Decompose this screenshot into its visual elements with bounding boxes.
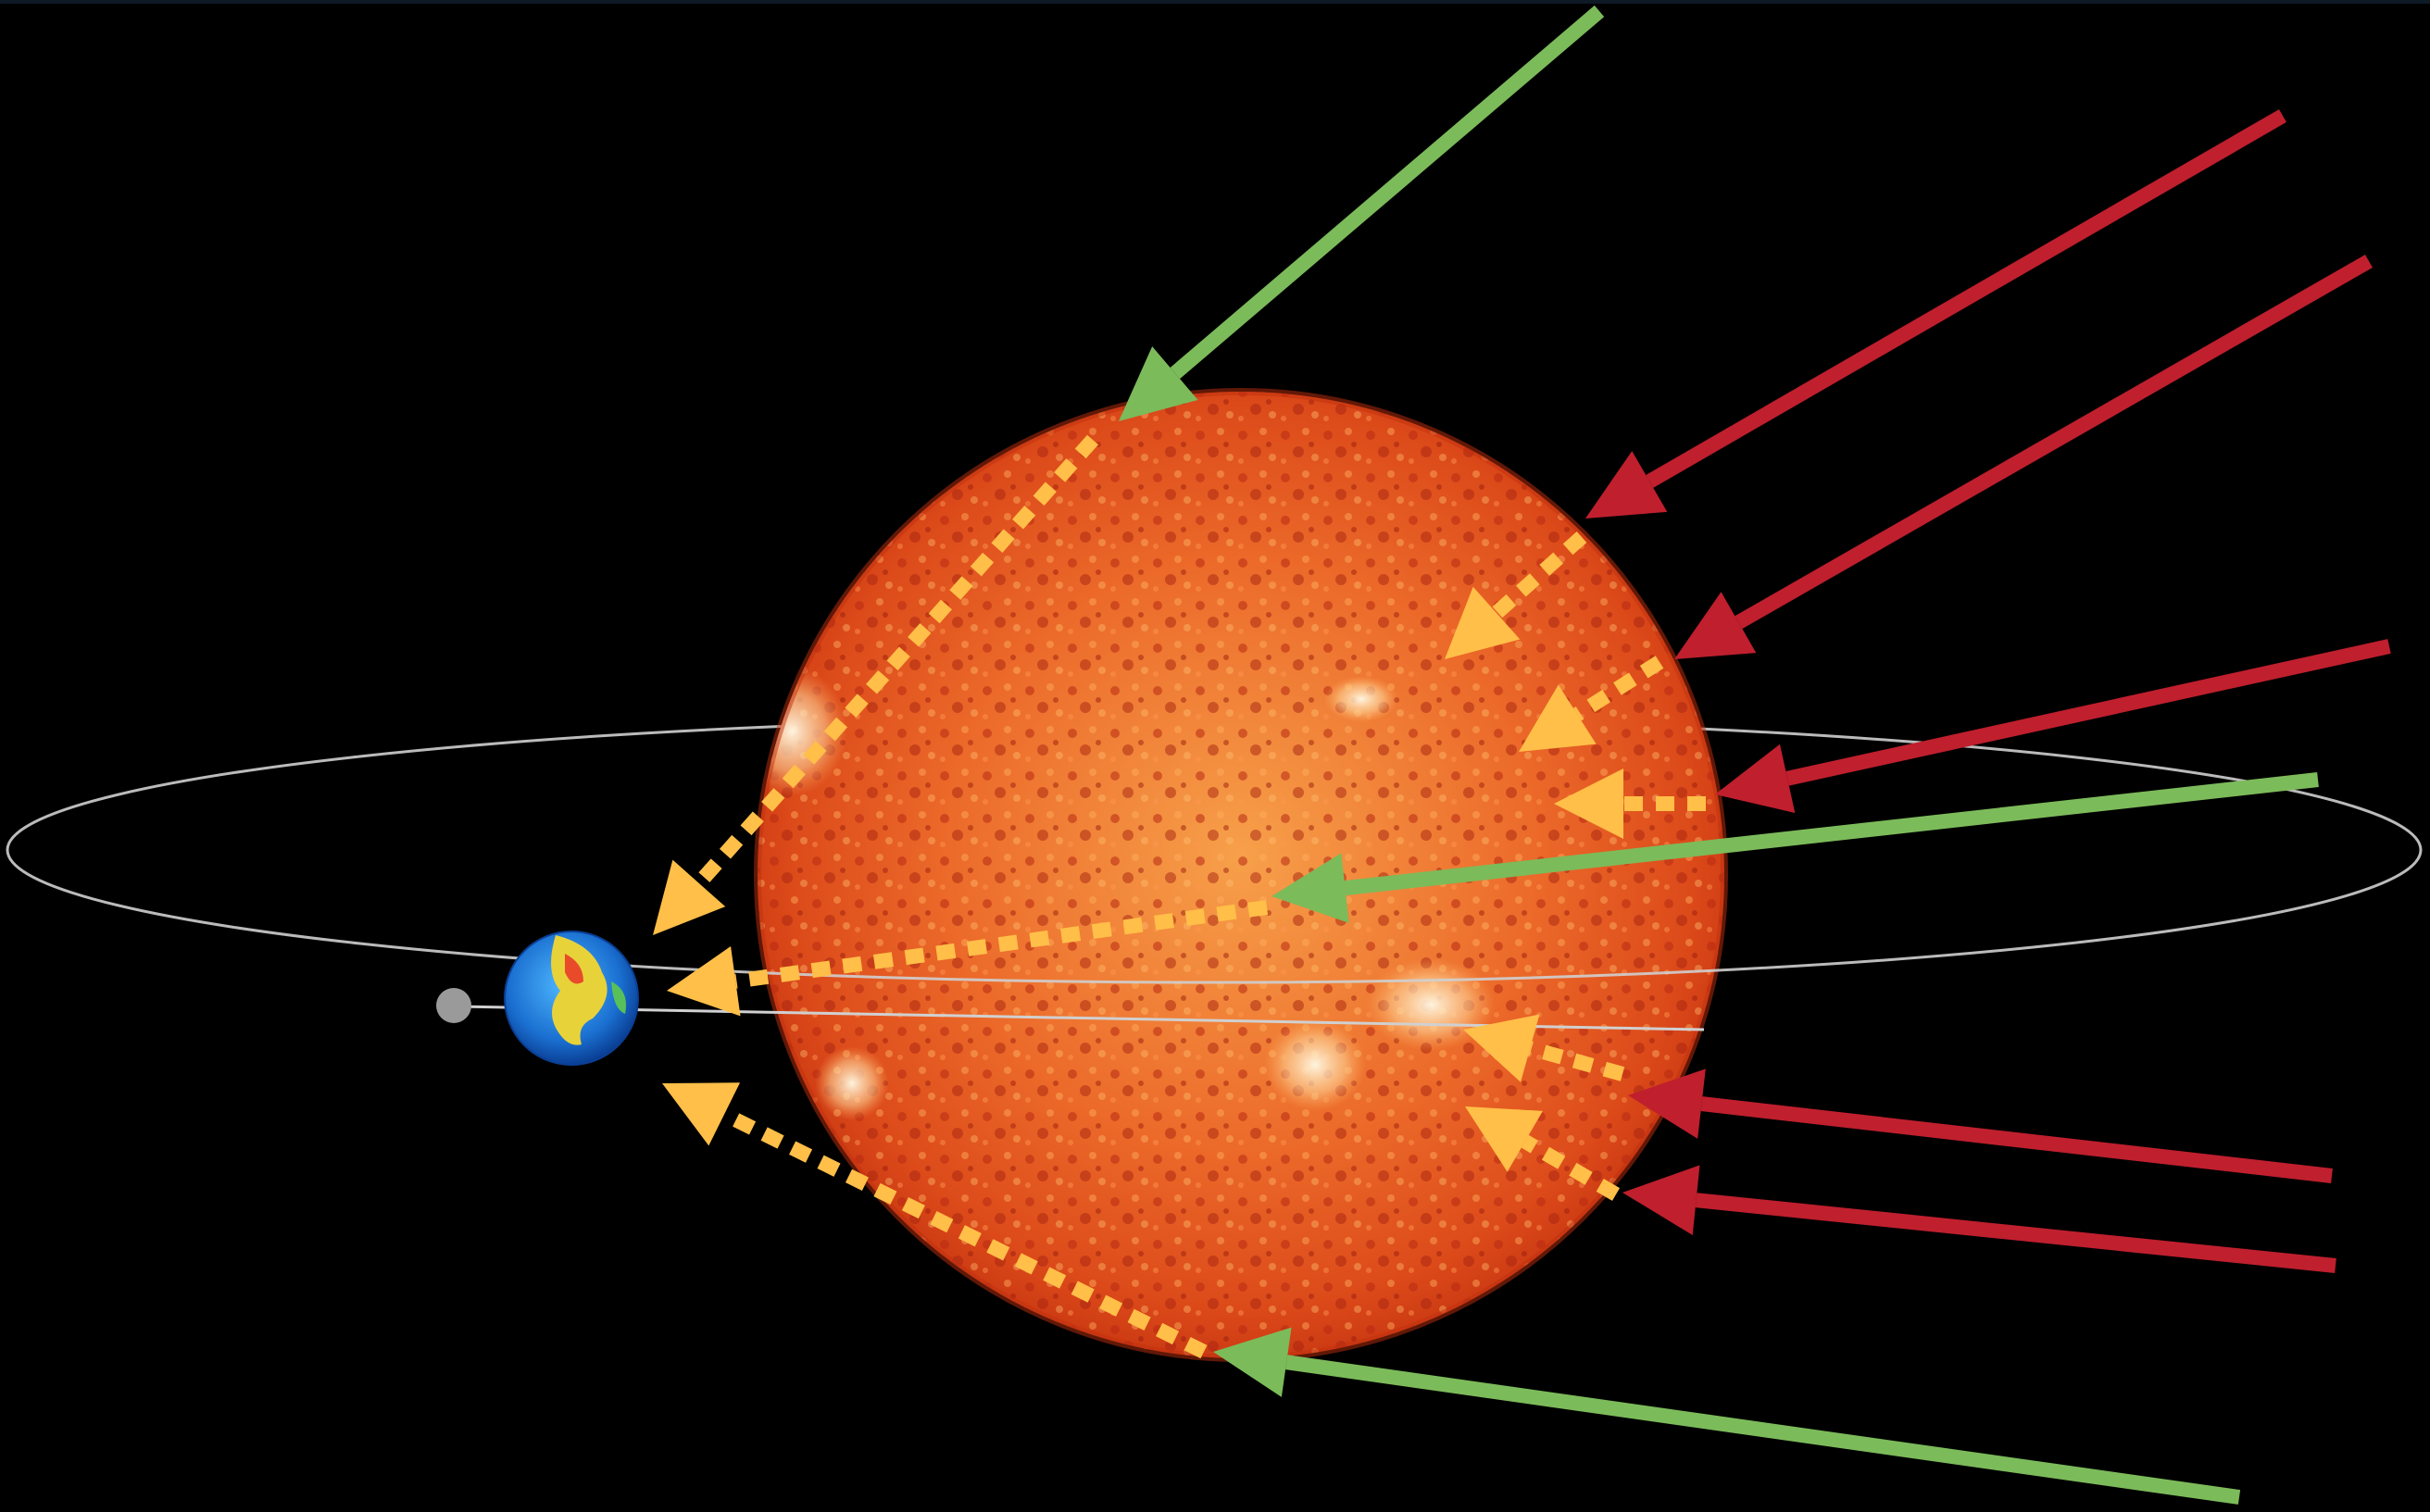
orange-dotted-arrow-red-1-shaft <box>1491 531 1587 619</box>
orange-dotted-arrow-from-top <box>653 434 1098 935</box>
red-arrow-1-head <box>1585 451 1668 519</box>
orange-dotted-arrow-red-2 <box>1519 656 1664 752</box>
top-edge-strip <box>0 0 2430 4</box>
red-arrow-3-shaft <box>1785 639 2391 786</box>
incoming-arrows <box>1119 5 2391 1505</box>
orange-dotted-arrow-red-1 <box>1445 531 1587 659</box>
red-arrow-5-head <box>1622 1165 1700 1235</box>
orange-dotted-arrow-red-3 <box>1554 768 1706 839</box>
red-arrow-5-shaft <box>1695 1193 2336 1273</box>
sun-bright-region-lower-2 <box>1264 1018 1366 1111</box>
red-arrow-4-head <box>1628 1068 1706 1139</box>
sun-bright-region-upper-right <box>1324 676 1398 722</box>
orange-dotted-arrow-from-middle-head <box>667 946 741 1017</box>
orange-dotted-arrow-from-bottom-shaft <box>720 1107 1208 1359</box>
earth-orbit-front <box>6 849 2423 984</box>
orange-dotted-arrow-red-4-head <box>1463 1014 1540 1082</box>
red-arrow-2-shaft <box>1735 255 2373 630</box>
orange-dotted-arrow-red-3-head <box>1554 768 1623 839</box>
orange-dotted-arrow-red-4-shaft <box>1528 1041 1625 1081</box>
green-arrow-top-shaft <box>1170 5 1605 380</box>
orange-dotted-arrows <box>653 434 1706 1359</box>
orange-dotted-arrow-from-middle-shaft <box>734 900 1269 989</box>
green-arrow-bottom <box>1213 1327 2241 1505</box>
orange-dotted-arrow-red-2-head <box>1519 684 1597 752</box>
green-arrow-middle-head <box>1271 853 1349 923</box>
orange-dotted-arrow-from-bottom <box>662 1082 1208 1359</box>
green-arrow-top <box>1119 5 1605 421</box>
earth <box>504 931 639 1066</box>
orange-dotted-arrow-from-top-shaft <box>693 434 1098 889</box>
red-arrow-1 <box>1585 109 2287 519</box>
green-arrow-top-head <box>1119 346 1198 421</box>
red-arrow-2-head <box>1674 592 1757 659</box>
orange-dotted-arrow-red-1-head <box>1445 586 1521 659</box>
orange-dotted-arrow-red-4 <box>1463 1014 1625 1082</box>
orange-dotted-arrow-from-bottom-head <box>662 1082 741 1146</box>
red-arrow-5 <box>1622 1165 2336 1273</box>
orange-dotted-arrow-red-5 <box>1465 1106 1621 1201</box>
sun-bright-region-left-edge <box>815 1046 889 1120</box>
green-arrow-middle-shaft <box>1344 772 2319 896</box>
orange-dotted-arrow-red-5-head <box>1465 1106 1543 1172</box>
green-arrow-bottom-shaft <box>1285 1355 2241 1505</box>
moon-disk <box>436 988 471 1023</box>
green-arrow-middle <box>1271 772 2319 923</box>
orange-dotted-arrow-red-2-shaft <box>1572 656 1664 721</box>
green-arrow-bottom-head <box>1213 1327 1292 1397</box>
orange-dotted-arrow-red-5-shaft <box>1521 1134 1621 1201</box>
red-arrow-4-shaft <box>1700 1096 2333 1183</box>
red-arrow-4 <box>1628 1068 2333 1183</box>
orange-dotted-arrow-from-middle <box>667 900 1269 1017</box>
red-arrow-3 <box>1715 639 2391 813</box>
orange-dotted-arrow-from-top-head <box>653 859 726 935</box>
red-arrow-2 <box>1674 255 2373 659</box>
red-arrow-1-shaft <box>1646 109 2287 488</box>
red-arrow-3-head <box>1715 744 1796 813</box>
